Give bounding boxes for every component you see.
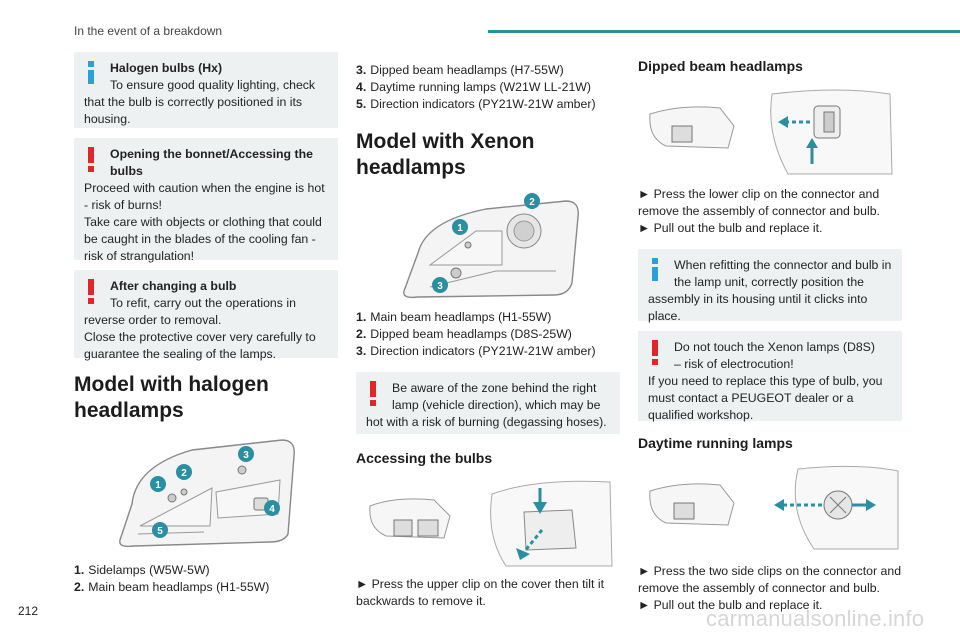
heading-dipped-beam: Dipped beam headlamps [638,58,803,74]
watermark: carmanualsonline.info [706,606,925,631]
heading-daytime-running: Daytime running lamps [638,435,793,451]
step-item: ► Press the two side clips on the connec… [638,564,902,595]
xenon-electrocution-warning: Do not touch the Xenon lamps (D8S) – ris… [638,331,902,422]
halogen-headlamp-illustration: 1 2 3 4 5 [119,439,295,548]
callout-1: 1 [155,480,161,491]
halogen-bulb-list: 1.Sidelamps (W5W-5W) 2.Main beam headlam… [74,562,338,596]
note-title: Halogen bulbs (Hx) [110,61,223,75]
callout-1: 1 [457,223,463,234]
step-item: ► Press the lower clip on the connector … [638,187,880,218]
dipped-beam-illustration [649,89,893,175]
after-bulb-warning: After changing a bulb To refit, carry ou… [74,270,338,361]
callout-5: 5 [157,526,163,537]
refitting-note: When refitting the connector and bulb in… [638,249,902,323]
section-header: In the event of a breakdown [74,24,223,38]
warning-icon [88,147,94,172]
warning-title-2: bulbs [110,164,143,178]
xenon-bulb-list: 1.Main beam headlamps (H1-55W) 2.Dipped … [356,309,620,360]
header-accent-bar [488,30,960,33]
list-item: 5.Direction indicators (PY21W-21W amber) [356,97,596,111]
warning-text: Proceed with caution when the engine is … [84,181,325,263]
xenon-headlamp-illustration: 1 2 3 [403,193,579,299]
note-text: that the bulb is correctly positioned in… [84,95,303,126]
dipped-beam-steps: ► Press the lower clip on the connector … [638,186,902,237]
warning-icon [370,381,376,406]
warning-text: If you need to replace this type of bulb… [648,374,883,422]
warning-text-2: lamp (vehicle direction), which may be [392,398,601,412]
warning-icon [652,340,658,365]
callout-4: 4 [269,504,275,515]
heading-accessing-bulbs: Accessing the bulbs [356,450,493,466]
daytime-running-steps: ► Press the two side clips on the connec… [638,563,902,614]
callout-3: 3 [243,450,249,461]
note-text-2: the lamp unit, correctly position the [674,275,865,289]
callout-3: 3 [437,281,443,292]
column-2: 3.Dipped beam headlamps (H7-55W) 4.Dayti… [356,62,620,610]
warning-icon [88,279,94,304]
daytime-running-illustration [649,465,899,550]
list-item: 1.Sidelamps (W5W-5W) [74,563,210,577]
warning-title-1: Opening the bonnet/Accessing the [110,147,313,161]
note-text: assembly in its housing until it clicks … [648,292,868,323]
heading-halogen: Model with halogen headlamps [74,373,269,422]
note-text-1: When refitting the connector and bulb in [674,258,892,272]
warning-text-2: – risk of electrocution! [674,357,794,371]
info-icon [652,258,658,281]
callout-2: 2 [529,197,535,208]
list-item: 3.Dipped beam headlamps (H7-55W) [356,63,564,77]
warning-text-1: Do not touch the Xenon lamps (D8S) [674,340,875,354]
list-item: 1.Main beam headlamps (H1-55W) [356,310,552,324]
accessing-bulbs-illustration [369,480,613,567]
bonnet-warning: Opening the bonnet/Accessing the bulbs P… [74,138,338,263]
list-item: 4.Daytime running lamps (W21W LL-21W) [356,80,591,94]
warning-text-1: Be aware of the zone behind the right [392,381,597,395]
warning-text-first: To refit, carry out the operations in [110,296,296,310]
warning-text: hot with a risk of burning (degassing ho… [366,415,607,429]
column-1: Halogen bulbs (Hx) To ensure good qualit… [74,52,338,596]
page-number: 212 [18,604,39,618]
heading-xenon: Model with Xenon headlamps [356,130,535,179]
hot-zone-warning: Be aware of the zone behind the right la… [356,372,620,434]
list-item: 2.Dipped beam headlamps (D8S-25W) [356,327,572,341]
halogen-bulb-list-continued: 3.Dipped beam headlamps (H7-55W) 4.Dayti… [356,62,620,113]
warning-title: After changing a bulb [110,279,237,293]
warning-text: reverse order to removal. Close the prot… [84,313,316,361]
list-item: 2.Main beam headlamps (H1-55W) [74,580,270,594]
halogen-bulbs-note: Halogen bulbs (Hx) To ensure good qualit… [74,52,338,128]
note-text-first: To ensure good quality lighting, check [110,78,316,92]
info-icon [88,61,94,84]
step-item: ► Pull out the bulb and replace it. [638,221,823,235]
callout-2: 2 [181,468,187,479]
column-3: Dipped beam headlamps ► Press the lower … [638,58,902,614]
list-item: 3.Direction indicators (PY21W-21W amber) [356,344,596,358]
step-item: ► Pull out the bulb and replace it. [638,598,823,612]
accessing-bulbs-step: ► Press the upper clip on the cover then… [356,577,604,608]
